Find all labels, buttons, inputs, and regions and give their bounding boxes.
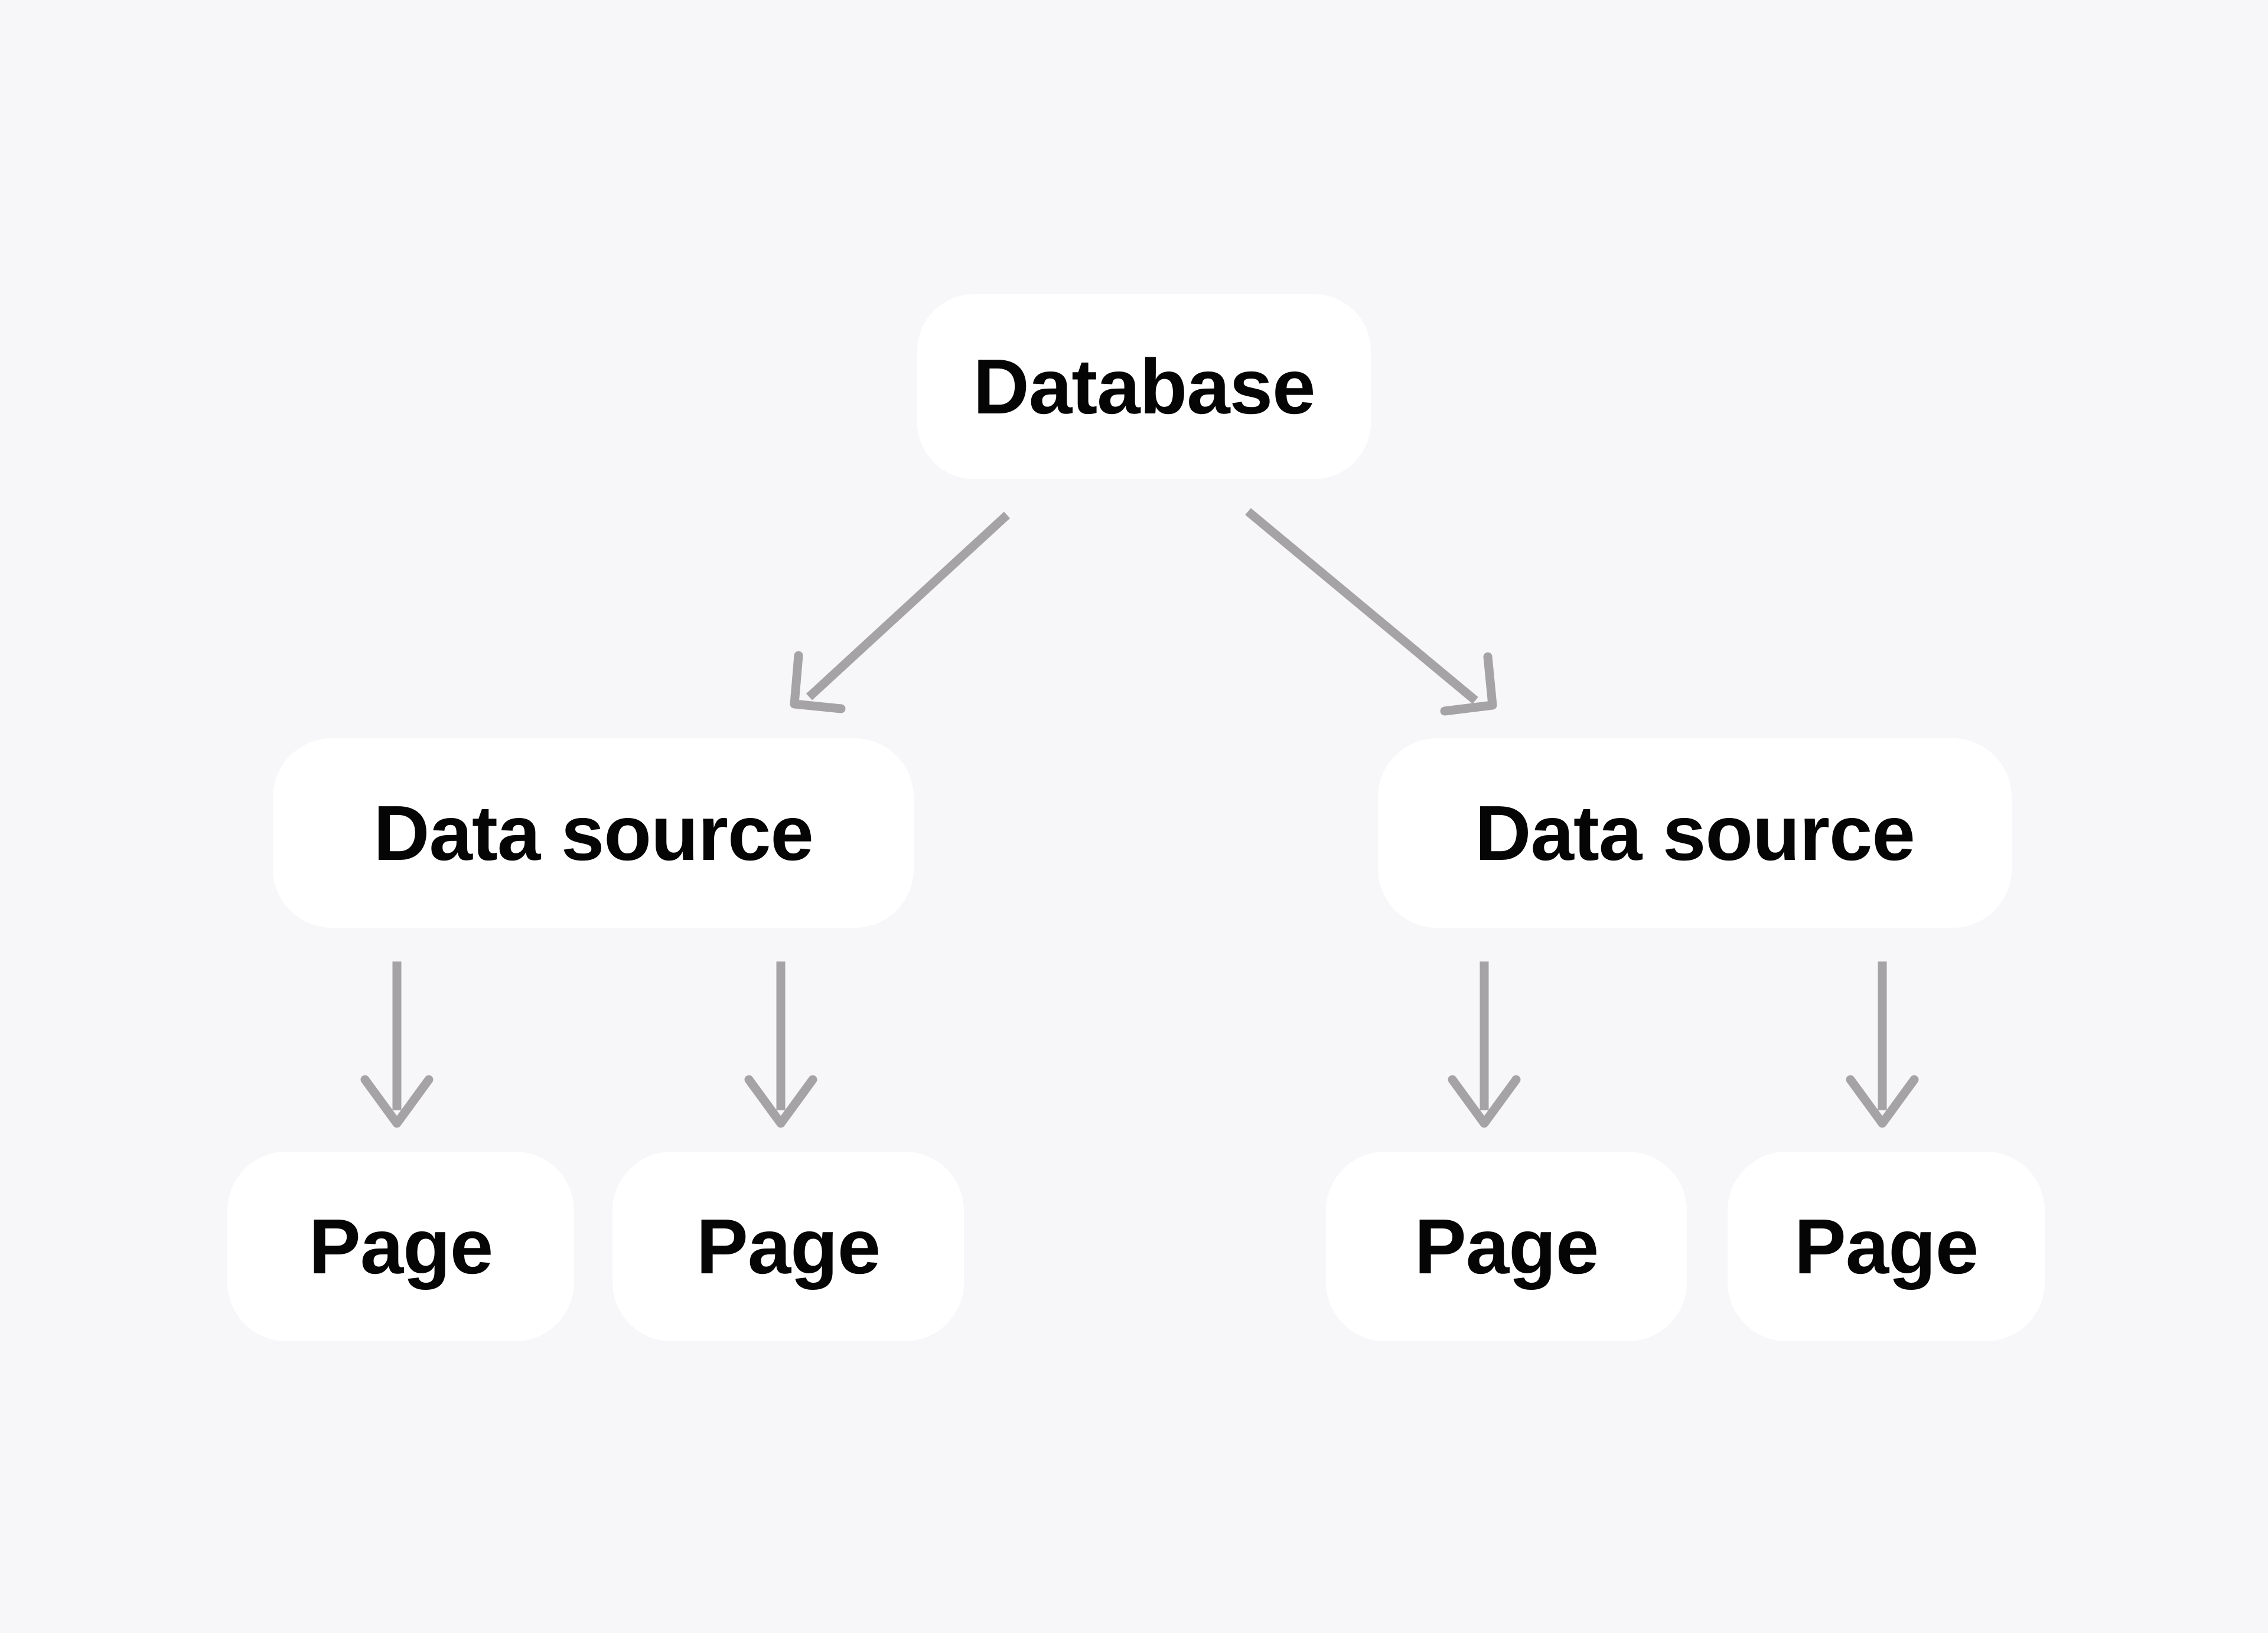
node-page-4-label: Page	[1794, 1202, 1979, 1290]
edge-datasource-right-to-page-3	[1448, 961, 1521, 1128]
node-page-1[interactable]: Page	[227, 1152, 574, 1341]
edge-datasource-right-to-page-4	[1846, 961, 1919, 1128]
node-page-4[interactable]: Page	[1728, 1152, 2045, 1341]
node-datasource-right[interactable]: Data source	[1378, 738, 2012, 928]
node-database[interactable]: Database	[917, 294, 1371, 479]
node-page-1-label: Page	[308, 1202, 493, 1290]
node-datasource-right-label: Data source	[1475, 789, 1915, 876]
node-page-2[interactable]: Page	[612, 1152, 964, 1341]
node-page-2-label: Page	[696, 1202, 881, 1290]
node-database-label: Database	[973, 343, 1316, 430]
edge-database-to-datasource-left	[790, 511, 1011, 713]
node-page-3[interactable]: Page	[1326, 1152, 1687, 1341]
edge-datasource-left-to-page-2	[744, 961, 817, 1128]
node-datasource-left-label: Data source	[373, 789, 814, 876]
node-datasource-left[interactable]: Data source	[273, 738, 914, 928]
edge-datasource-left-to-page-1	[360, 961, 434, 1128]
node-page-3-label: Page	[1414, 1202, 1599, 1290]
edge-database-to-datasource-right	[1245, 508, 1497, 716]
